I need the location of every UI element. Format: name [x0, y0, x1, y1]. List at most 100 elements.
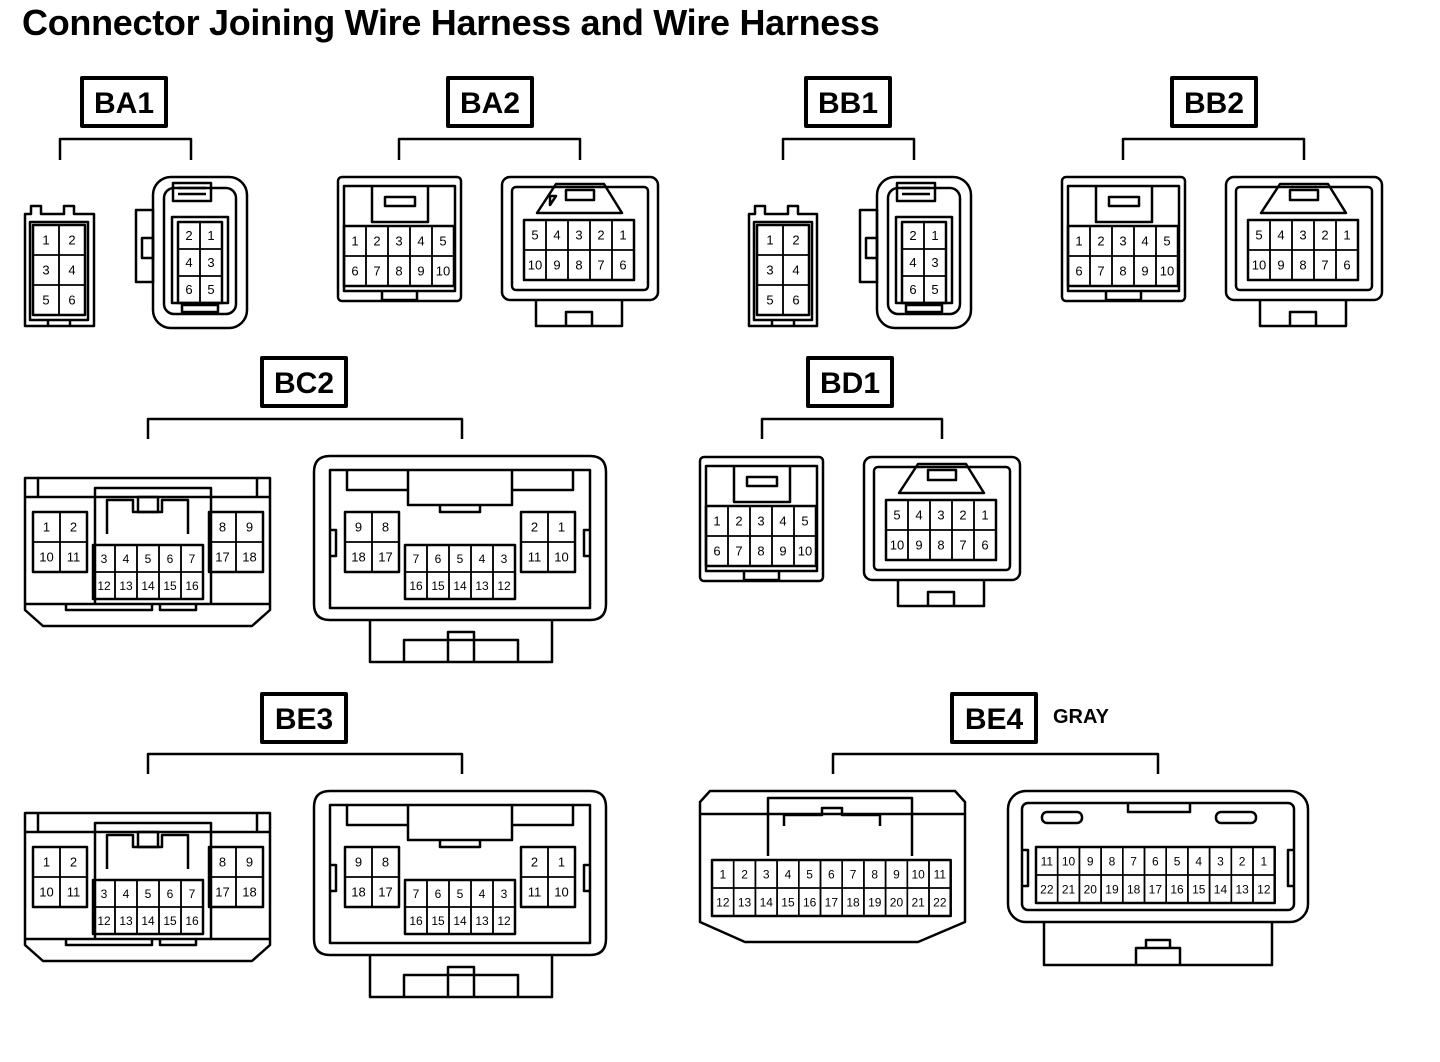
pin-number: 9 [355, 520, 362, 535]
pin-number: 5 [457, 887, 464, 901]
pin-number: 17 [378, 885, 392, 900]
pin-block [1034, 845, 1276, 905]
pin-number: 6 [68, 293, 75, 308]
pin-number: 14 [1214, 882, 1228, 896]
pin-number: 20 [890, 895, 904, 909]
pin-number: 1 [1075, 234, 1082, 249]
pin-number: 5 [931, 282, 938, 297]
svg-text:BC2: BC2 [274, 367, 334, 400]
pin-number: 10 [554, 885, 568, 900]
pin-number: 15 [431, 579, 445, 593]
pin-number: 6 [185, 282, 192, 297]
pin-number: 15 [1192, 882, 1206, 896]
pin-number: 10 [528, 258, 542, 273]
pin-number: 3 [931, 255, 938, 270]
pin-number: 14 [453, 914, 467, 928]
pin-number: 4 [68, 263, 75, 278]
pin-number: 2 [741, 867, 748, 881]
pin-number: 9 [417, 264, 424, 279]
pin-number: 9 [915, 538, 922, 553]
pin-number: 8 [1299, 258, 1306, 273]
pin-number: 4 [185, 255, 192, 270]
pin-number: 5 [1255, 228, 1262, 243]
pin-number: 3 [501, 887, 508, 901]
pin-number: 8 [219, 520, 226, 535]
connector-be4-color-note: GRAY [1053, 706, 1110, 728]
pin-number: 15 [781, 895, 795, 909]
pin-number: 7 [735, 544, 742, 559]
pin-number: 2 [959, 508, 966, 523]
pin-number: 4 [553, 228, 560, 243]
pin-number: 3 [395, 234, 402, 249]
pin-number: 6 [351, 264, 358, 279]
pin-number: 1 [43, 520, 50, 535]
pin-number: 5 [439, 234, 446, 249]
pin-number: 7 [597, 258, 604, 273]
pin-number: 15 [163, 914, 177, 928]
pin-number: 10 [890, 538, 904, 553]
pin-number: 10 [39, 885, 53, 900]
pin-number: 3 [757, 514, 764, 529]
connector-ba2-bracket [397, 137, 582, 160]
connector-ba1-label: BA1 [80, 76, 168, 128]
pin-number: 18 [351, 550, 365, 565]
pin-number: 10 [436, 264, 450, 279]
pin-number: 12 [716, 895, 730, 909]
pin-number: 2 [185, 228, 192, 243]
pin-block [31, 510, 89, 574]
pin-number: 2 [597, 228, 604, 243]
pin-block [207, 510, 265, 574]
pin-number: 5 [801, 514, 808, 529]
pin-block [522, 218, 636, 282]
connector-bc2-label: BC2 [260, 356, 348, 408]
pin-block [884, 498, 998, 562]
pin-number: 5 [893, 508, 900, 523]
pin-number: 9 [1141, 264, 1148, 279]
pin-number: 4 [123, 887, 130, 901]
pin-number: 7 [413, 552, 420, 566]
pin-number: 2 [68, 233, 75, 248]
pin-block [343, 845, 401, 909]
pin-number: 2 [909, 228, 916, 243]
pin-number: 17 [1149, 882, 1163, 896]
pin-number: 4 [779, 514, 786, 529]
pin-number: 8 [1109, 854, 1116, 868]
pin-number: 14 [453, 579, 467, 593]
pin-number: 3 [575, 228, 582, 243]
pin-number: 9 [246, 520, 253, 535]
pin-number: 2 [1321, 228, 1328, 243]
connector-ba1-bracket [58, 137, 193, 160]
pin-number: 21 [911, 895, 925, 909]
pin-block [31, 845, 89, 909]
pin-number: 22 [1040, 882, 1054, 896]
pin-number: 4 [479, 887, 486, 901]
pin-number: 1 [558, 855, 565, 870]
pin-number: 1 [619, 228, 626, 243]
pin-block [704, 504, 818, 568]
pin-number: 2 [1097, 234, 1104, 249]
pin-number: 6 [435, 887, 442, 901]
pin-number: 3 [207, 255, 214, 270]
pin-number: 16 [1170, 882, 1184, 896]
pin-number: 8 [382, 855, 389, 870]
pin-number: 6 [435, 552, 442, 566]
pin-block [91, 543, 205, 601]
pin-number: 5 [207, 282, 214, 297]
pin-block [403, 543, 517, 601]
pin-number: 9 [246, 855, 253, 870]
connector-bd1-label: BD1 [806, 356, 894, 408]
pin-number: 7 [959, 538, 966, 553]
pin-block [900, 220, 948, 305]
pin-number: 3 [937, 508, 944, 523]
pin-number: 13 [475, 579, 489, 593]
pin-number: 12 [497, 579, 511, 593]
pin-number: 5 [766, 293, 773, 308]
pin-number: 8 [757, 544, 764, 559]
pin-block [710, 858, 952, 918]
pin-number: 7 [373, 264, 380, 279]
pin-number: 1 [207, 228, 214, 243]
pin-number: 1 [720, 867, 727, 881]
pin-number: 13 [1235, 882, 1249, 896]
